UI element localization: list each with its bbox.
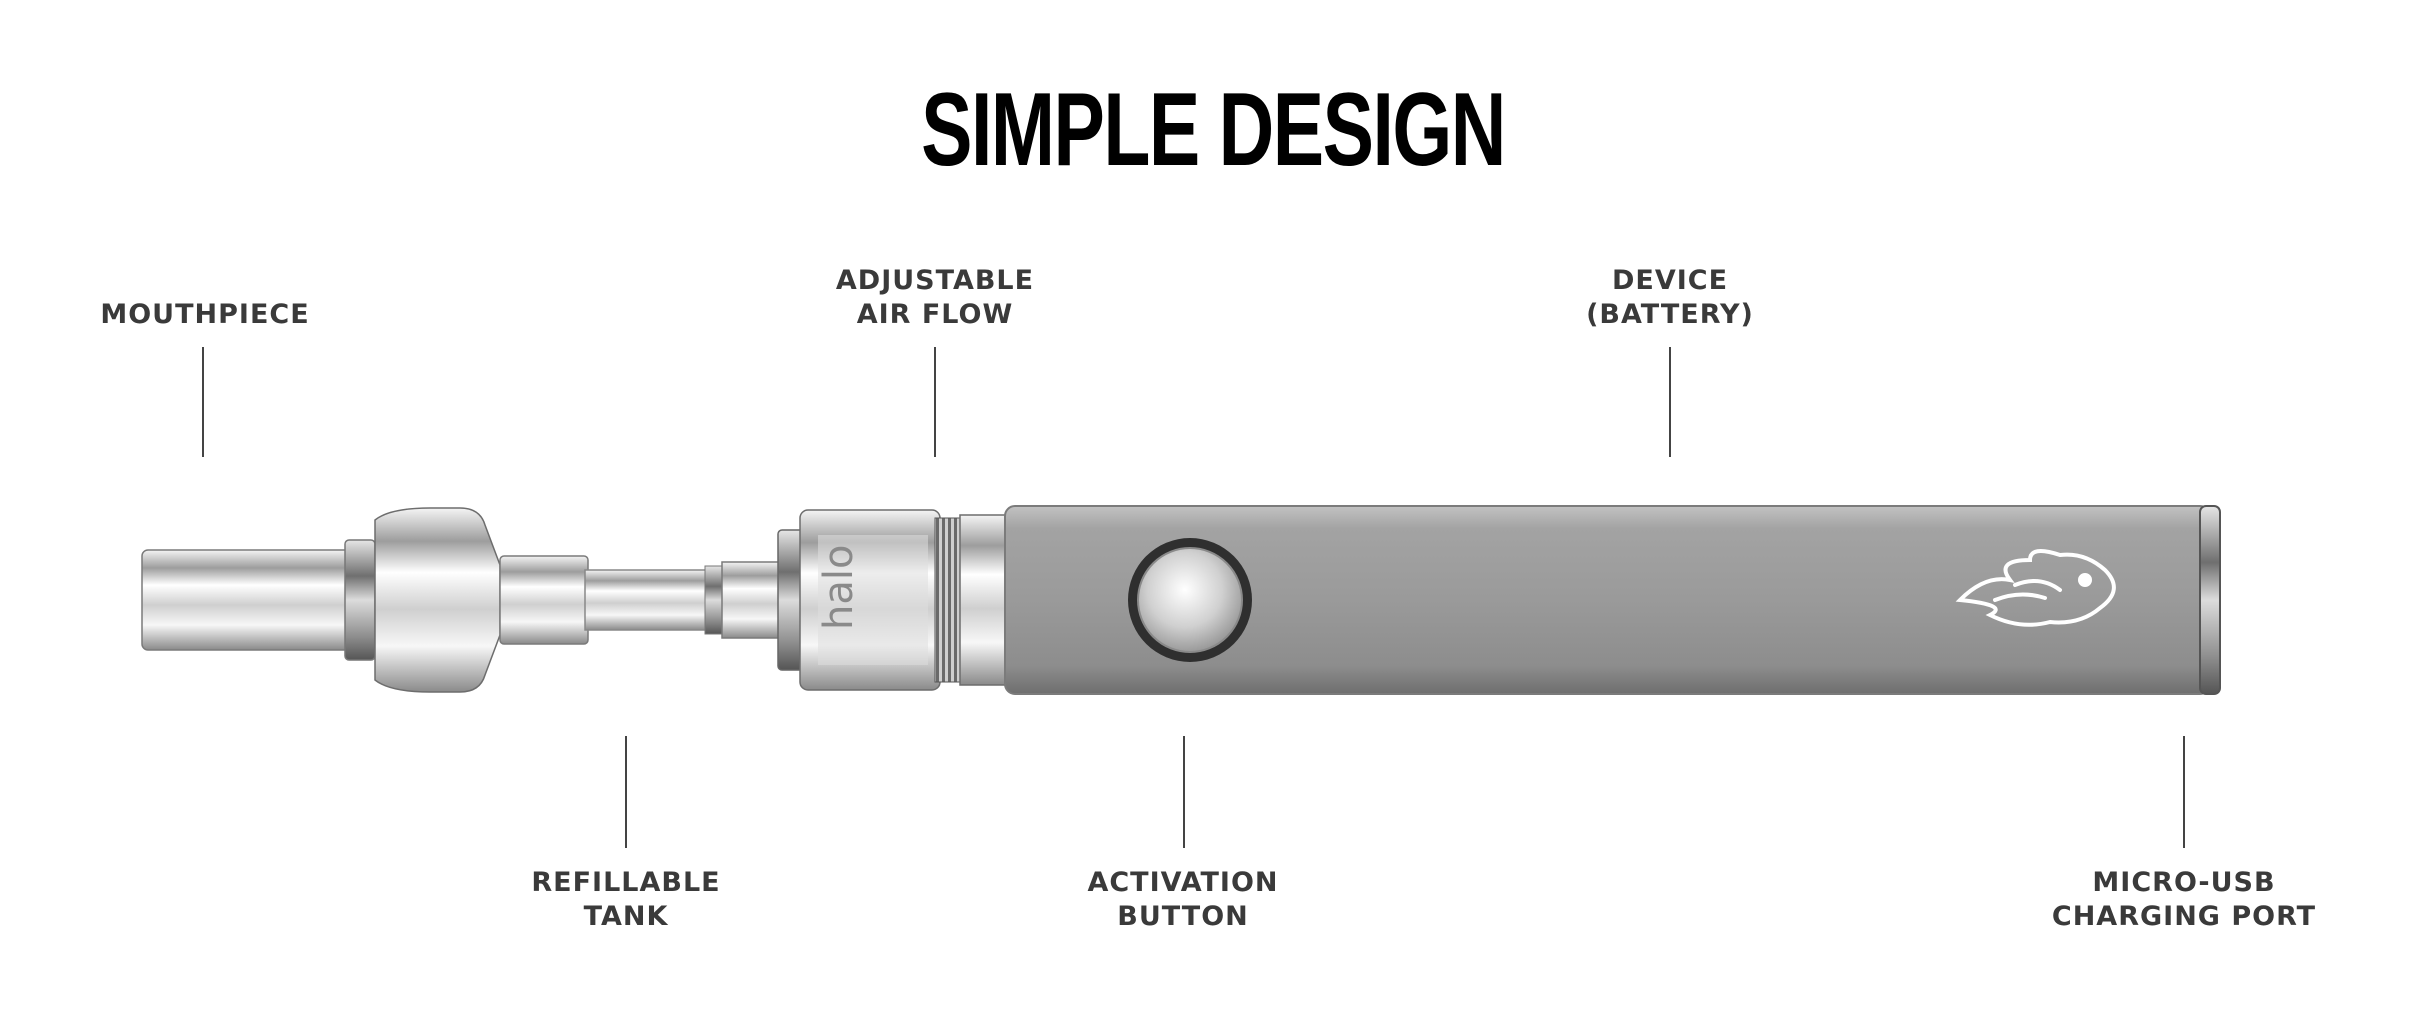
leader-mouthpiece [202,347,204,457]
halo-brand-text: halo [816,545,862,630]
label-micro-usb: MICRO-USB CHARGING PORT [2034,866,2334,934]
battery-part [1004,505,2221,695]
label-line: (BATTERY) [1586,299,1754,330]
label-mouthpiece: MOUTHPIECE [70,298,340,332]
leader-battery [1669,347,1671,457]
label-line: ADJUSTABLE [835,265,1035,296]
tank-neck-part [499,555,783,645]
leader-activation-button [1183,736,1185,848]
label-line: ACTIVATION [1087,867,1279,898]
label-line: TANK [583,901,669,932]
page-title: SIMPLE DESIGN [921,72,1506,188]
label-line: REFILLABLE [531,867,721,898]
label-line: AIR FLOW [856,299,1014,330]
label-line: DEVICE [1611,265,1729,296]
label-device-battery: DEVICE (BATTERY) [1535,264,1805,332]
refillable-tank-part: halo [777,509,1011,691]
label-activation-button: ACTIVATION BUTTON [1048,866,1318,934]
label-line: MOUTHPIECE [100,299,310,330]
label-adjustable-air-flow: ADJUSTABLE AIR FLOW [800,264,1070,332]
leader-usb-port [2183,736,2185,848]
label-line: BUTTON [1117,901,1249,932]
flame-creature-icon [1955,549,2116,627]
leader-tank [625,736,627,848]
label-line: MICRO-USB [2092,867,2276,898]
label-line: CHARGING PORT [2051,901,2317,932]
leader-air-flow [934,347,936,457]
label-refillable-tank: REFILLABLE TANK [491,866,761,934]
mouthpiece-part [141,507,501,693]
